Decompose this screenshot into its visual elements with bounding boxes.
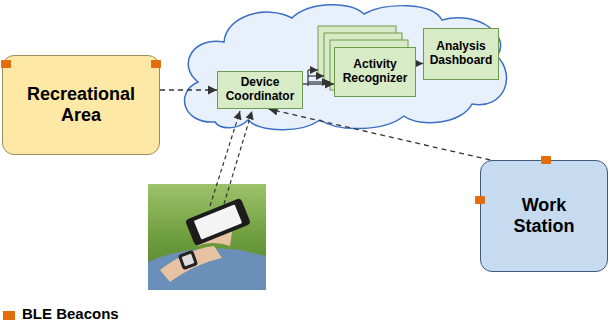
node-label: Activity Recognizer <box>339 58 411 86</box>
connector-arrow <box>269 109 491 160</box>
ble-beacon <box>541 156 551 164</box>
ble-beacon <box>151 60 161 68</box>
area-box: Work Station <box>480 160 608 272</box>
process-box: Device Coordinator <box>217 71 303 109</box>
phone-links <box>210 111 252 206</box>
legend-swatch <box>3 311 15 320</box>
area-box: Recreational Area <box>2 55 160 155</box>
process-box: Activity Recognizer <box>334 47 416 97</box>
wearable-photo <box>148 184 266 290</box>
ble-beacon <box>475 196 485 204</box>
connector-arrow <box>160 89 217 90</box>
connector-arrow <box>303 83 334 84</box>
ble-beacon <box>1 60 11 68</box>
node-label: Device Coordinator <box>222 76 298 104</box>
legend-label: BLE Beacons <box>22 305 119 322</box>
node-label: Recreational Area <box>16 84 146 125</box>
process-box: Analysis Dashboard <box>423 28 499 80</box>
node-label: Work Station <box>492 195 596 236</box>
node-label: Analysis Dashboard <box>428 40 494 68</box>
cloud-outline <box>185 5 507 130</box>
connector-arrow <box>416 63 423 64</box>
